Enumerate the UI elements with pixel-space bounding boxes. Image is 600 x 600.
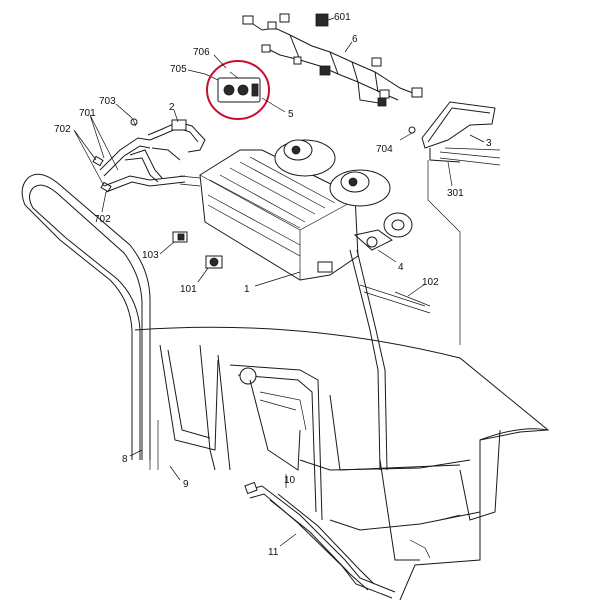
control-rod: [349, 229, 431, 471]
control-switch-assembly: [204, 71, 261, 103]
label-101: 101: [180, 284, 197, 295]
leader-lines: [73, 17, 485, 547]
lower-hoses: [244, 481, 396, 599]
highlight-circle: [206, 60, 270, 120]
label-3: 3: [486, 138, 492, 149]
label-8: 8: [122, 454, 128, 465]
label-10: 10: [284, 475, 296, 486]
label-702-upper: 702: [54, 124, 71, 135]
label-703: 703: [99, 96, 116, 107]
label-601: 601: [334, 12, 351, 23]
cab-frame: [134, 326, 550, 600]
control-cable: [124, 117, 206, 183]
label-103: 103: [142, 250, 159, 261]
label-701: 701: [79, 108, 96, 119]
wiring-harness: [242, 13, 423, 107]
label-6: 6: [352, 34, 358, 45]
label-706: 706: [193, 47, 210, 58]
label-702-lower: 702: [94, 214, 111, 225]
label-2: 2: [169, 102, 175, 113]
small-fittings: [172, 231, 223, 269]
label-704: 704: [376, 144, 393, 155]
label-1: 1: [244, 284, 250, 295]
blower-motors: [274, 139, 413, 238]
connector-601: [315, 13, 329, 27]
label-705: 705: [170, 64, 187, 75]
pipe-loop: [21, 173, 159, 470]
label-301: 301: [447, 188, 464, 199]
heater-hoses: [92, 137, 186, 193]
label-4: 4: [398, 262, 404, 273]
part-labels: 601 6 706 705 5 703 2 701 702 702 704 3 …: [54, 12, 492, 558]
mounting-bracket: [408, 101, 501, 345]
label-102: 102: [422, 277, 439, 288]
label-9: 9: [183, 479, 189, 490]
label-5: 5: [288, 109, 294, 120]
label-11: 11: [268, 547, 279, 558]
